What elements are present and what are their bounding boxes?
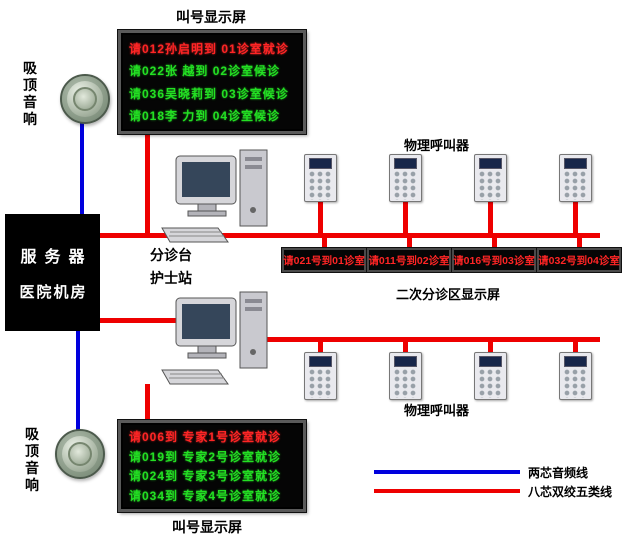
caller-screen-icon: [564, 356, 587, 367]
caller-keypad-icon: [479, 171, 502, 200]
wire-cat5-caller-drop: [318, 202, 323, 235]
caller-screen-icon: [309, 158, 332, 169]
secondary-display-text: 请011号到02诊室: [368, 254, 450, 267]
led-line: 请012孙启明到 01诊室就诊: [129, 41, 289, 56]
physical-caller-device: [304, 154, 337, 202]
physical-caller-device: [389, 154, 422, 202]
legend-audio-line-swatch: [374, 470, 520, 474]
physical-caller-device: [389, 352, 422, 400]
call-display-top: 请012孙启明到 01诊室就诊 请022张 越到 02诊室候诊 请036吴晓莉到…: [117, 29, 307, 135]
physical-caller-device: [474, 352, 507, 400]
label-ceiling-speaker-bottom: 吸顶音响: [25, 426, 39, 493]
wire-audio-top-speaker: [80, 118, 84, 216]
physical-caller-device: [304, 352, 337, 400]
secondary-display-text: 请016号到03诊室: [453, 254, 535, 267]
led-line: 请018李 力到 04诊室候诊: [129, 109, 281, 124]
caller-screen-icon: [564, 158, 587, 169]
wire-cat5-caller-drop: [573, 202, 578, 235]
led-line: 请022张 越到 02诊室候诊: [129, 64, 281, 79]
secondary-display: 请032号到04诊室: [536, 247, 622, 273]
physical-caller-device: [559, 154, 592, 202]
caller-screen-icon: [479, 356, 502, 367]
title-bottom-display: 叫号显示屏: [172, 519, 242, 535]
wire-cat5-caller-drop: [403, 340, 408, 354]
wire-cat5-bottom-display: [145, 384, 150, 422]
server-room-label: 医院机房: [19, 284, 88, 301]
call-display-bottom: 请006到 专家1号诊室就诊 请019到 专家2号诊室就诊 请024到 专家3号…: [117, 419, 307, 513]
wire-cat5-secondary-stub: [577, 238, 582, 250]
wire-cat5-server-station2: [100, 318, 180, 323]
wire-cat5-secondary-stub: [322, 238, 327, 250]
wire-cat5-secondary-stub: [492, 238, 497, 250]
caller-keypad-icon: [564, 171, 587, 200]
server-label: 服务器: [20, 249, 93, 266]
caller-screen-icon: [479, 158, 502, 169]
wire-cat5-caller-drop: [403, 202, 408, 235]
caller-keypad-icon: [394, 171, 417, 200]
wire-cat5-bus-top: [100, 233, 600, 238]
wire-cat5-caller-drop: [318, 340, 323, 354]
ceiling-speaker-icon: [60, 74, 110, 124]
caller-screen-icon: [309, 356, 332, 367]
label-ceiling-speaker-top: 吸顶音响: [23, 60, 37, 127]
caller-keypad-icon: [309, 369, 332, 398]
caller-keypad-icon: [394, 369, 417, 398]
label-caller-top: 物理呼叫器: [404, 138, 470, 153]
wire-cat5-bus-bottom: [263, 337, 600, 342]
wire-cat5-caller-drop: [573, 340, 578, 354]
led-line: 请034到 专家4号诊室就诊: [129, 488, 282, 503]
caller-keypad-icon: [564, 369, 587, 398]
led-line: 请024到 专家3号诊室就诊: [129, 469, 282, 484]
led-line: 请019到 专家2号诊室就诊: [129, 449, 282, 464]
legend-cat5-line-swatch: [374, 489, 520, 493]
led-line: 请006到 专家1号诊室就诊: [129, 430, 282, 445]
wire-cat5-caller-drop: [488, 202, 493, 235]
wire-cat5-secondary-stub: [407, 238, 412, 250]
secondary-display: 请021号到01诊室: [281, 247, 367, 273]
secondary-display-text: 请032号到04诊室: [538, 254, 620, 267]
label-caller-bottom: 物理呼叫器: [404, 403, 470, 418]
caller-keypad-icon: [479, 369, 502, 398]
label-triage-desk: 分诊台: [150, 247, 192, 263]
label-nurse-station: 护士站: [150, 270, 192, 286]
nurse-station-computer-icon: [160, 290, 275, 390]
ceiling-speaker-icon: [55, 429, 105, 479]
server-room-box: 服务器 医院机房: [5, 214, 100, 331]
caller-screen-icon: [394, 158, 417, 169]
wire-audio-bottom-speaker: [76, 329, 80, 433]
wire-cat5-caller-drop: [488, 340, 493, 354]
caller-screen-icon: [394, 356, 417, 367]
secondary-display-text: 请021号到01诊室: [283, 254, 365, 267]
secondary-display: 请011号到02诊室: [366, 247, 452, 273]
nurse-station-computer-icon: [160, 148, 275, 248]
physical-caller-device: [474, 154, 507, 202]
label-secondary-area: 二次分诊区显示屏: [396, 287, 501, 302]
physical-caller-device: [559, 352, 592, 400]
caller-keypad-icon: [309, 171, 332, 200]
legend-audio-line-label: 两芯音频线: [528, 466, 589, 480]
secondary-display: 请016号到03诊室: [451, 247, 537, 273]
legend-cat5-line-label: 八芯双绞五类线: [528, 485, 613, 499]
led-line: 请036吴晓莉到 03诊室候诊: [129, 86, 289, 101]
wire-cat5-top-display: [145, 134, 150, 237]
title-top-display: 叫号显示屏: [176, 9, 246, 25]
